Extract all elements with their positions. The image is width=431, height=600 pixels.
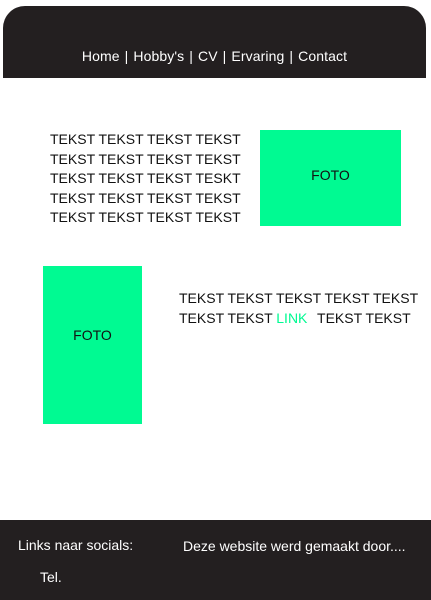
inline-link[interactable]: LINK [276,310,308,326]
credit-text: Deze website werd gemaakt door.... [183,538,406,554]
second-text-block: TEKST TEKST TEKST TEKST TEKST TEKST TEKS… [179,288,419,328]
nav-contact-link[interactable]: Contact [298,48,348,64]
nav-separator: | [289,48,294,64]
nav-home-link[interactable]: Home [81,48,120,64]
photo-placeholder-1: FOTO [260,130,401,226]
nav-separator: | [124,48,129,64]
main-nav: Home|Hobby's|CV|Ervaring|Contact [3,48,426,64]
text-line: TEKST TEKST TEKST TEKST [50,131,241,147]
text-line: TEKST TEKST TEKST TEKST [50,189,241,206]
socials-label: Links naar socials: [18,537,134,553]
text-line-with-link: TEKST TEKST LINK TEKST TEKST [179,308,411,328]
photo-label: FOTO [311,167,350,183]
nav-separator: | [189,48,194,64]
text-line: TEKST TEKST TEKST TEKST [50,209,241,225]
text-fragment: TEKST TEKST [317,310,411,326]
site-footer: Links naar socials: Tel. Deze website we… [0,520,431,600]
nav-ervaring-link[interactable]: Ervaring [231,48,285,64]
text-line: TEKST TEKST TEKST TEKST TEKST [179,290,419,306]
intro-text-block: TEKST TEKST TEKST TEKST TEKST TEKST TEKS… [50,130,241,228]
site-header: Home|Hobby's|CV|Ervaring|Contact [3,6,426,78]
tel-label: Tel. [40,569,62,585]
text-line: TEKST TEKST TEKST TESKT [50,170,241,186]
nav-cv-link[interactable]: CV [198,48,218,64]
text-fragment: TEKST TEKST [179,310,273,326]
nav-hobbys-link[interactable]: Hobby's [133,48,185,64]
text-line: TEKST TEKST TEKST TEKST [50,150,241,167]
photo-placeholder-2: FOTO [43,266,142,424]
nav-separator: | [222,48,227,64]
photo-label: FOTO [73,327,112,343]
